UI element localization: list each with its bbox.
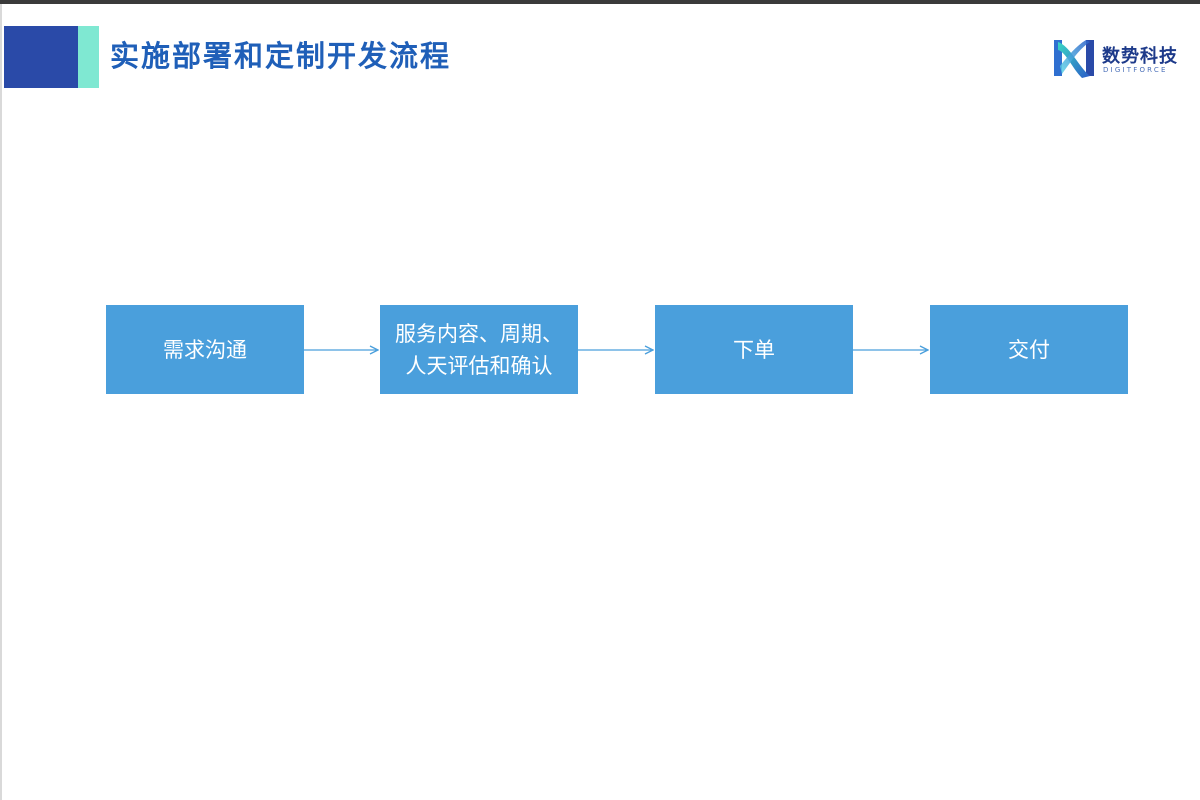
header-accent-light: [78, 26, 99, 88]
logo-name: 数势科技: [1102, 46, 1178, 67]
flow-step-order: 下单: [655, 305, 853, 394]
flow-step-label: 服务内容、周期、人天评估和确认: [395, 321, 563, 378]
page-title: 实施部署和定制开发流程: [110, 39, 452, 73]
slide-frame: [0, 4, 2, 800]
logo-mark-icon: [1054, 40, 1094, 78]
flow-step-delivery: 交付: [930, 305, 1128, 394]
flow-step-assessment: 服务内容、周期、人天评估和确认: [380, 305, 578, 394]
flow-arrows: [304, 4, 1200, 800]
company-logo: 数势科技 DIGITFORCE: [1050, 36, 1180, 86]
flow-step-label: 交付: [1008, 337, 1050, 362]
flow-step-requirements: 需求沟通: [106, 305, 304, 394]
flow-step-label: 下单: [733, 337, 775, 362]
flow-step-label: 需求沟通: [163, 337, 247, 362]
logo-subtitle: DIGITFORCE: [1103, 66, 1168, 74]
header-accent-dark: [4, 26, 78, 88]
